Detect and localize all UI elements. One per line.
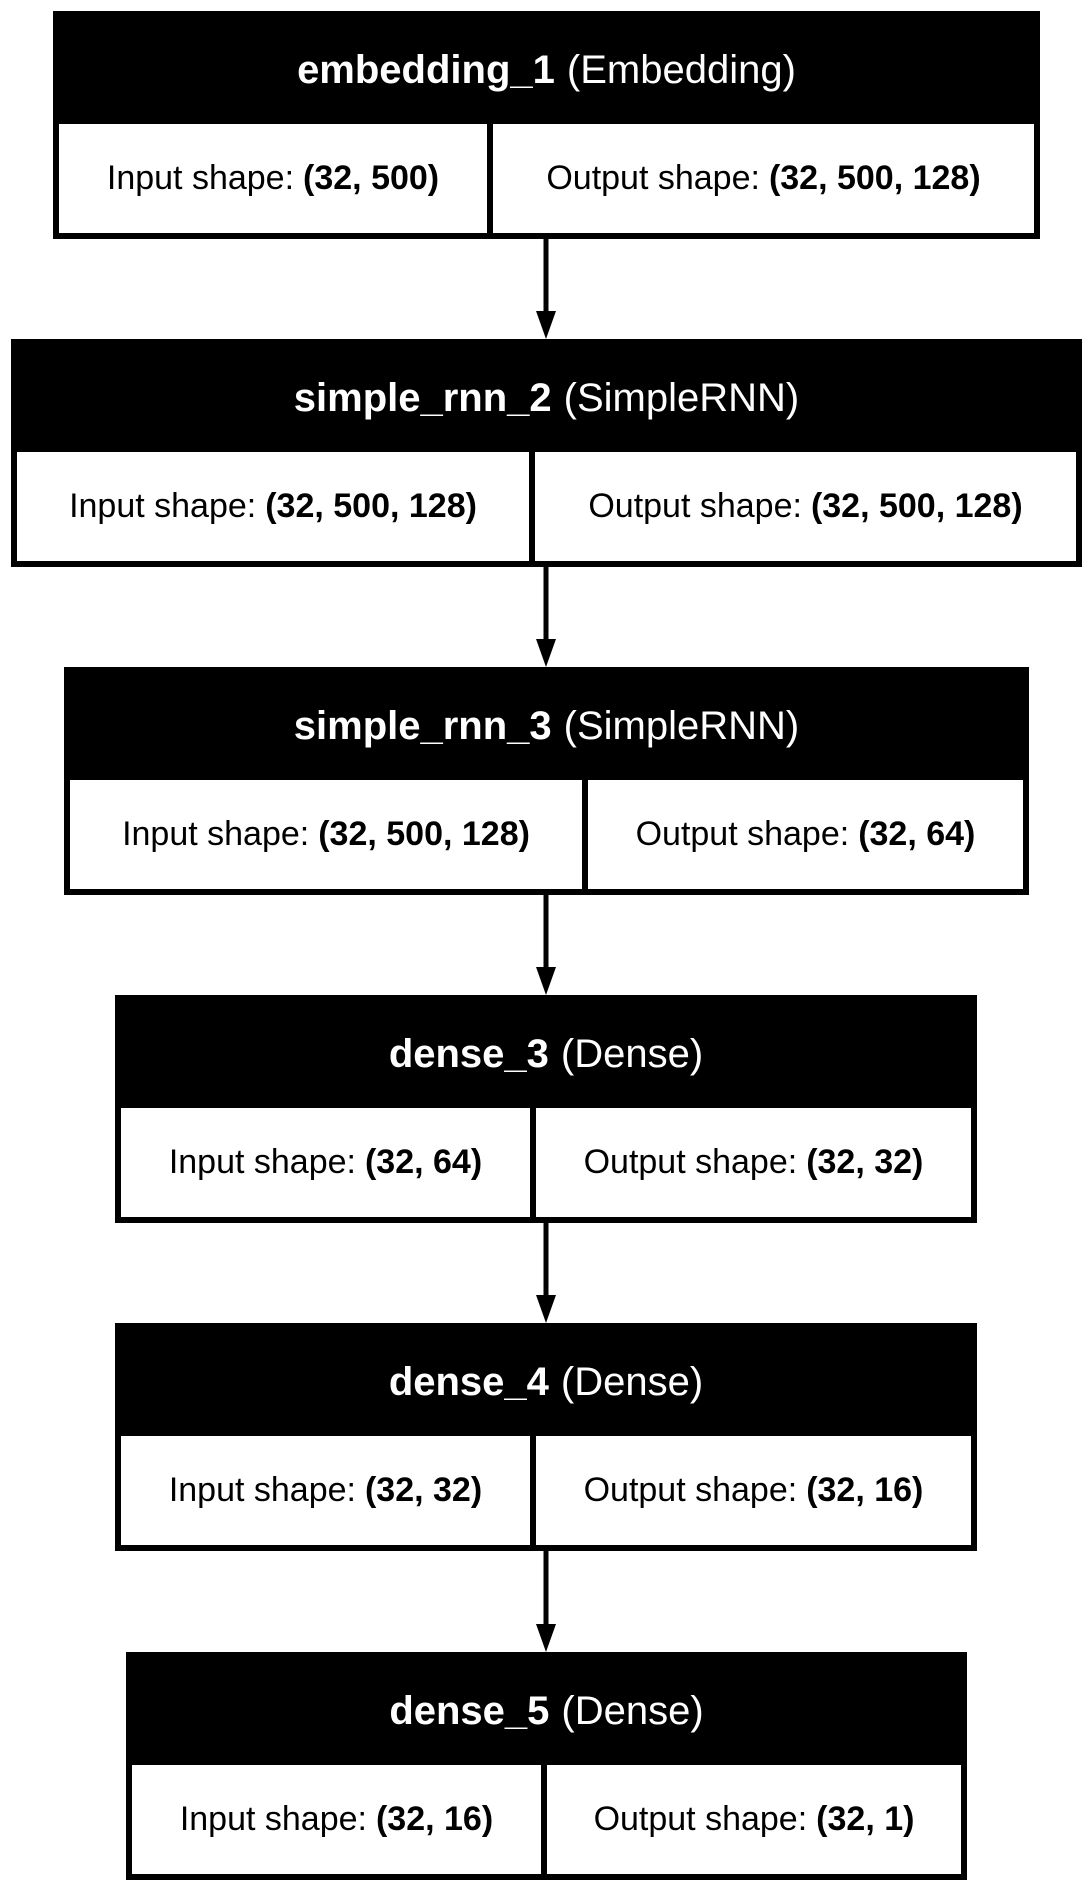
layer-type: (SimpleRNN)	[563, 704, 800, 748]
output-shape-value: (32, 16)	[806, 1471, 924, 1509]
layer-header: simple_rnn_3 (SimpleRNN)	[70, 673, 1023, 780]
edge-arrow-3	[536, 895, 556, 995]
input-shape-label: Input shape:	[69, 487, 257, 525]
output-shape-value: (32, 500, 128)	[768, 159, 981, 197]
layer-header: dense_5 (Dense)	[132, 1658, 961, 1765]
output-shape-cell: Output shape: (32, 1)	[547, 1765, 961, 1874]
layer-name: dense_3	[388, 1032, 549, 1076]
layer-type: (Dense)	[560, 1360, 704, 1404]
input-shape-value: (32, 16)	[375, 1800, 494, 1838]
layer-header: dense_3 (Dense)	[121, 1001, 971, 1108]
layer-node-simple-rnn-3: simple_rnn_3 (SimpleRNN) Input shape: (3…	[64, 667, 1029, 895]
output-shape-cell: Output shape: (32, 500, 128)	[493, 124, 1034, 233]
layer-name: dense_4	[388, 1360, 549, 1404]
layer-node-dense-5: dense_5 (Dense) Input shape: (32, 16) Ou…	[126, 1652, 967, 1880]
output-shape-label: Output shape:	[593, 1800, 808, 1838]
layer-type: (Embedding)	[566, 48, 796, 92]
layer-type: (SimpleRNN)	[563, 376, 800, 420]
layer-shapes-row: Input shape: (32, 500) Output shape: (32…	[59, 124, 1034, 233]
input-shape-value: (32, 500, 128)	[318, 815, 530, 853]
layer-shapes-row: Input shape: (32, 500, 128) Output shape…	[70, 780, 1023, 889]
output-shape-value: (32, 1)	[816, 1800, 915, 1838]
output-shape-label: Output shape:	[583, 1471, 798, 1509]
layer-node-dense-4: dense_4 (Dense) Input shape: (32, 32) Ou…	[115, 1323, 977, 1551]
input-shape-cell: Input shape: (32, 32)	[121, 1436, 530, 1545]
layer-header: embedding_1 (Embedding)	[59, 17, 1034, 124]
input-shape-value: (32, 500, 128)	[265, 487, 477, 525]
layer-name: simple_rnn_2	[293, 376, 552, 420]
output-shape-cell: Output shape: (32, 16)	[536, 1436, 971, 1545]
output-shape-label: Output shape:	[583, 1143, 798, 1181]
output-shape-value: (32, 64)	[858, 815, 976, 853]
layer-node-dense-3: dense_3 (Dense) Input shape: (32, 64) Ou…	[115, 995, 977, 1223]
layer-header: dense_4 (Dense)	[121, 1329, 971, 1436]
layer-name: dense_5	[389, 1689, 550, 1733]
input-shape-cell: Input shape: (32, 16)	[132, 1765, 541, 1874]
output-shape-value: (32, 32)	[806, 1143, 924, 1181]
layer-node-simple-rnn-2: simple_rnn_2 (SimpleRNN) Input shape: (3…	[11, 339, 1082, 567]
output-shape-value: (32, 500, 128)	[810, 487, 1023, 525]
input-shape-cell: Input shape: (32, 500, 128)	[17, 452, 529, 561]
layer-shapes-row: Input shape: (32, 64) Output shape: (32,…	[121, 1108, 971, 1217]
output-shape-cell: Output shape: (32, 32)	[536, 1108, 971, 1217]
input-shape-value: (32, 500)	[303, 159, 440, 197]
output-shape-label: Output shape:	[635, 815, 850, 853]
input-shape-label: Input shape:	[106, 159, 295, 197]
output-shape-label: Output shape:	[546, 159, 760, 197]
output-shape-label: Output shape:	[588, 487, 802, 525]
input-shape-label: Input shape:	[122, 815, 310, 853]
layer-shapes-row: Input shape: (32, 16) Output shape: (32,…	[132, 1765, 961, 1874]
layer-shapes-row: Input shape: (32, 32) Output shape: (32,…	[121, 1436, 971, 1545]
edge-arrow-4	[536, 1223, 556, 1323]
input-shape-label: Input shape:	[168, 1471, 356, 1509]
edge-arrow-1	[536, 239, 556, 339]
edge-arrow-5	[536, 1551, 556, 1652]
edge-arrow-2	[536, 567, 556, 667]
input-shape-value: (32, 32)	[364, 1471, 483, 1509]
input-shape-label: Input shape:	[168, 1143, 356, 1181]
layer-header: simple_rnn_2 (SimpleRNN)	[17, 345, 1076, 452]
input-shape-label: Input shape:	[179, 1800, 367, 1838]
layer-shapes-row: Input shape: (32, 500, 128) Output shape…	[17, 452, 1076, 561]
output-shape-cell: Output shape: (32, 500, 128)	[535, 452, 1076, 561]
output-shape-cell: Output shape: (32, 64)	[588, 780, 1023, 889]
input-shape-cell: Input shape: (32, 64)	[121, 1108, 530, 1217]
input-shape-cell: Input shape: (32, 500)	[59, 124, 487, 233]
layer-name: simple_rnn_3	[293, 704, 552, 748]
input-shape-cell: Input shape: (32, 500, 128)	[70, 780, 582, 889]
layer-type: (Dense)	[560, 1032, 704, 1076]
layer-name: embedding_1	[297, 48, 555, 92]
input-shape-value: (32, 64)	[364, 1143, 483, 1181]
layer-node-embedding-1: embedding_1 (Embedding) Input shape: (32…	[53, 11, 1040, 239]
layer-type: (Dense)	[561, 1689, 704, 1733]
